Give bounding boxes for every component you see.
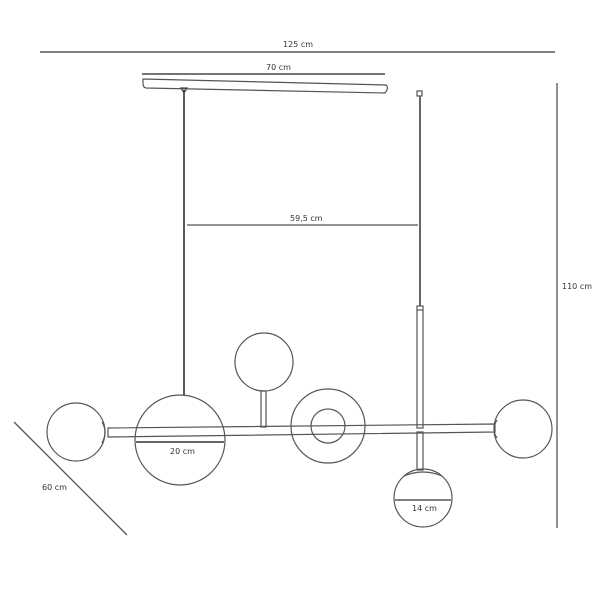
depth-label: 60 cm [42,483,67,492]
small-globe-label: 14 cm [412,504,437,513]
height-label: 110 cm [562,282,592,291]
left-globe [46,402,106,462]
large-globe-label: 20 cm [170,447,195,456]
right-globe [493,399,553,459]
depth-line [13,421,128,536]
center-disc-inner [310,408,346,444]
center-disc-outer [290,388,366,464]
cable-spacing-label: 59,5 cm [290,214,323,223]
right-rod [416,305,424,429]
canopy-width-label: 70 cm [266,63,291,72]
large-globe [134,394,226,486]
canopy-bar [142,78,388,94]
total-width-label: 125 cm [283,40,313,49]
upper-globe [234,332,294,392]
lower-globe [393,468,453,528]
main-bar [107,423,496,438]
